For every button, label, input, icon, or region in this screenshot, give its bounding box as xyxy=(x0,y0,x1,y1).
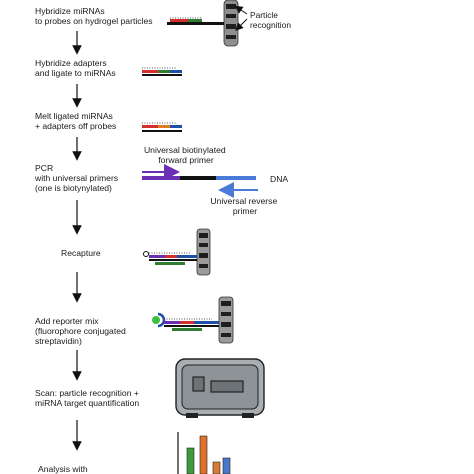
dna-template xyxy=(142,176,256,180)
analysis-bar-chart xyxy=(177,432,231,474)
step-7-label: Scan: particle recognition + miRNA targe… xyxy=(35,388,141,408)
ligation-complex xyxy=(142,67,182,76)
recapture-complex xyxy=(143,251,197,265)
dna-label: DNA xyxy=(270,174,288,184)
melted-complex xyxy=(142,122,182,132)
step-2-label: Hybridize adapters and ligate to miRNAs xyxy=(35,58,116,78)
hydrogel-particle-1 xyxy=(223,0,239,47)
pointer-arrow-1 xyxy=(234,5,248,15)
hydrogel-particle-3 xyxy=(218,296,234,344)
bar-green xyxy=(186,447,195,474)
step-4-label: PCR with universal primers (one is bioty… xyxy=(34,163,121,193)
particle-recognition-label: Particle recognition xyxy=(250,10,291,30)
pointer-arrow-2 xyxy=(235,18,248,31)
bar-orange-small xyxy=(212,461,221,474)
step-5-label: Recapture xyxy=(61,248,101,258)
step-1-label: Hybridize miRNAs to probes on hydrogel p… xyxy=(35,6,153,26)
bar-blue xyxy=(222,457,231,474)
hydrogel-particle-2 xyxy=(196,228,211,276)
forward-primer-label: Universal biotinylated forward primer xyxy=(144,145,228,165)
bar-orange xyxy=(199,435,208,474)
scanner-instrument xyxy=(175,358,265,418)
reverse-primer-label: Universal reverse primer xyxy=(210,196,279,216)
step-6-label: Add reporter mix (fluorophore conjugated… xyxy=(35,316,128,346)
step-3-label: Melt ligated miRNAs + adapters off probe… xyxy=(35,111,116,131)
step-8-label: Analysis with xyxy=(38,464,88,474)
reporter-complex xyxy=(152,312,219,331)
probe-1 xyxy=(167,17,224,25)
